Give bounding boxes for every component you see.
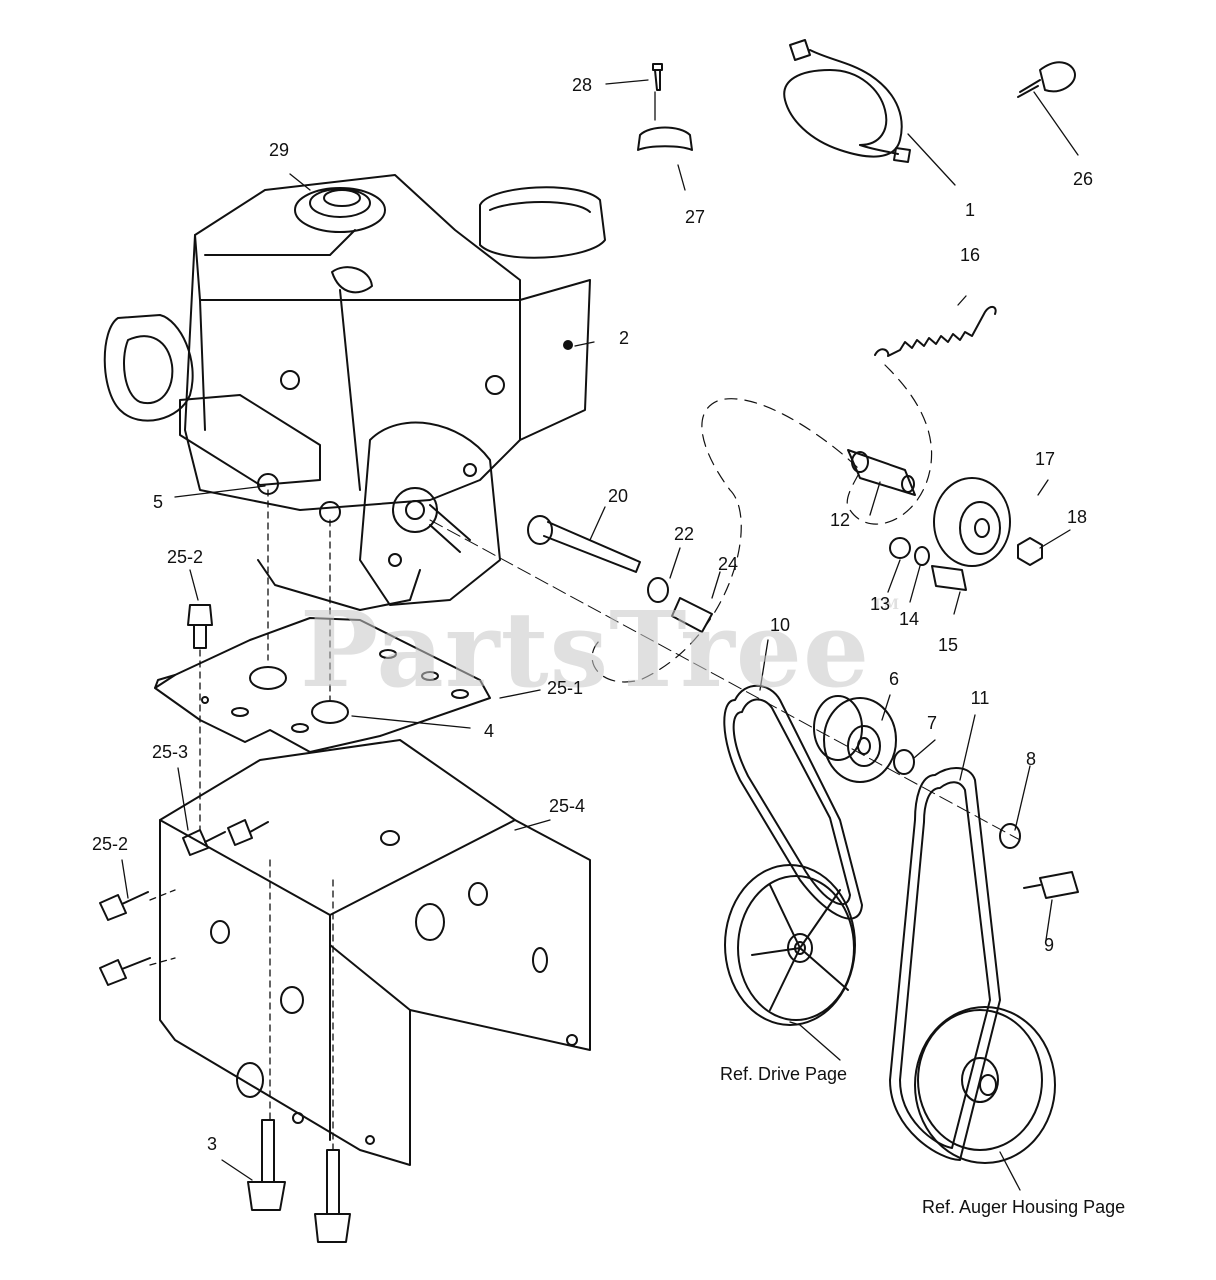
callout-25-2-top: 25-2 <box>166 547 204 567</box>
washer-14 <box>914 546 930 566</box>
callout-25-1: 25-1 <box>546 678 584 698</box>
key-20 <box>543 521 641 573</box>
auger-belt <box>889 767 1001 1161</box>
screw-28 <box>652 63 663 91</box>
bolt-25-2-top <box>187 604 213 649</box>
callout-25-3: 25-3 <box>151 742 189 762</box>
callout-13: 13 <box>869 594 891 614</box>
bolt-25-3-a <box>182 829 226 856</box>
crankshaft <box>429 504 471 553</box>
mounting-plate <box>154 617 491 753</box>
ref-auger-housing-page: Ref. Auger Housing Page <box>922 1197 1126 1217</box>
spring-16 <box>874 306 997 357</box>
callout-29: 29 <box>268 140 290 160</box>
idler-pulley <box>933 477 1011 567</box>
bolt-25-2-c <box>99 957 151 986</box>
callout-18: 18 <box>1066 507 1088 527</box>
recoil-handle <box>103 314 194 422</box>
callout-10: 10 <box>769 615 791 635</box>
leader-lines <box>121 79 1079 1191</box>
washer-8 <box>999 823 1021 849</box>
bolt-15 <box>931 565 967 591</box>
drive-pulley <box>724 864 856 1026</box>
frame-housing <box>159 739 591 1166</box>
bolt-3-b <box>314 1149 351 1243</box>
dipstick <box>339 289 361 491</box>
callout-24: 24 <box>717 554 739 574</box>
washer-7 <box>893 749 915 775</box>
washer-13 <box>889 537 911 559</box>
drive-belt <box>723 684 863 920</box>
bolt-24 <box>671 597 713 633</box>
engine <box>103 174 606 611</box>
muffler-box <box>479 186 606 259</box>
callout-6: 6 <box>888 669 900 689</box>
spring-route-line <box>591 364 933 683</box>
extension-cord <box>783 39 911 163</box>
callout-22: 22 <box>673 524 695 544</box>
trademark-mark: TM <box>872 597 901 613</box>
callout-17: 17 <box>1034 449 1056 469</box>
callout-15: 15 <box>937 635 959 655</box>
callout-3: 3 <box>206 1134 218 1154</box>
ref-drive-page: Ref. Drive Page <box>720 1064 848 1084</box>
bolt-9 <box>1023 871 1079 899</box>
key-and-washers <box>527 515 1021 849</box>
callout-26: 26 <box>1072 169 1094 189</box>
engine-side-plate <box>519 279 591 441</box>
nut-18 <box>1017 537 1043 566</box>
callout-16: 16 <box>959 245 981 265</box>
callout-25-2-left: 25-2 <box>91 834 129 854</box>
callout-12: 12 <box>829 510 851 530</box>
bolt-25-3-b <box>227 819 269 846</box>
washer-20 <box>527 515 553 545</box>
bolt-25-2-b <box>99 891 149 921</box>
washer-22 <box>647 577 669 603</box>
callout-1: 1 <box>964 200 976 220</box>
callout-27: 27 <box>684 207 706 227</box>
callout-5: 5 <box>152 492 164 512</box>
cover-27 <box>637 63 693 151</box>
callout-4: 4 <box>483 721 495 741</box>
callout-25-4: 25-4 <box>548 796 586 816</box>
auger-pulley <box>914 1006 1056 1164</box>
callout-28: 28 <box>571 75 593 95</box>
callout-9: 9 <box>1043 935 1055 955</box>
callout-7: 7 <box>926 713 938 733</box>
ignition-key <box>1017 61 1076 98</box>
fuel-cap <box>294 187 386 233</box>
callout-20: 20 <box>607 486 629 506</box>
idler-arm <box>847 449 916 496</box>
callout-11: 11 <box>970 688 990 708</box>
centerline <box>429 519 1021 841</box>
callout-14: 14 <box>898 609 920 629</box>
bolt-3-a <box>247 1119 286 1211</box>
callout-2: 2 <box>618 328 630 348</box>
idler-assembly <box>847 449 1043 567</box>
callout-8: 8 <box>1025 749 1037 769</box>
engine-pulley <box>813 695 897 783</box>
